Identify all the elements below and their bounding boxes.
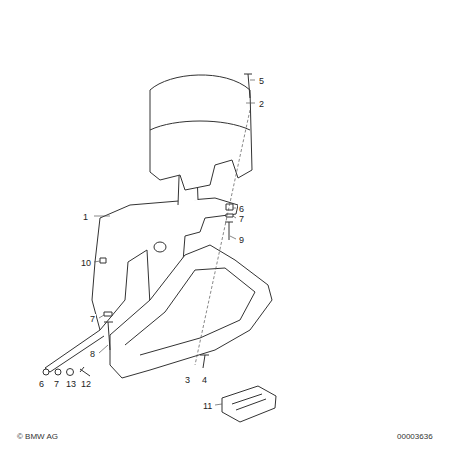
nut-6-bottom [43, 369, 49, 375]
leader-line [215, 404, 222, 405]
leader-line [246, 103, 255, 104]
leader-line [230, 236, 236, 239]
credit-text: © BMW AG [16, 432, 59, 442]
callout-number: 5 [258, 76, 265, 86]
callout-number: 1 [82, 212, 89, 222]
clip-part [222, 386, 276, 422]
callout-number: 8 [89, 349, 96, 359]
callout-number: 2 [258, 99, 265, 109]
bolt-8 [104, 322, 113, 350]
upper-cover [150, 75, 252, 190]
clip-part-slot [232, 394, 266, 410]
callout-number: 7 [53, 379, 60, 389]
washer-7-bottom [55, 369, 61, 375]
washer-7-left [104, 312, 112, 316]
callout-number: 6 [38, 379, 45, 389]
leader-line [250, 80, 255, 81]
leader-line [99, 315, 104, 318]
leader-line [233, 208, 236, 209]
callout-number: 7 [89, 314, 96, 324]
leader-line [94, 216, 110, 217]
screw-4 [200, 355, 209, 368]
bolt-9 [225, 222, 233, 240]
credit-text: 00003636 [396, 432, 434, 442]
screw-5 [244, 74, 252, 98]
callout-number: 7 [238, 214, 245, 224]
callout-number: 11 [202, 401, 213, 411]
callout-number: 10 [80, 258, 92, 268]
callout-number: 12 [80, 379, 92, 389]
bracket-arm [45, 330, 104, 372]
callout-number: 4 [201, 375, 208, 385]
callout-number: 13 [65, 379, 77, 389]
leader-line [94, 261, 100, 262]
lower-cover [110, 245, 272, 378]
lower-cover-inner [125, 268, 255, 355]
leader-line [233, 216, 236, 218]
column-hole [154, 242, 166, 252]
washer-13 [67, 369, 74, 376]
leader-lines [94, 80, 255, 405]
washer-10 [100, 258, 106, 263]
leader-line [99, 345, 108, 353]
parts-drawing [43, 74, 276, 422]
callout-number: 3 [184, 375, 191, 385]
upper-cover-edge [150, 121, 250, 130]
callout-number: 9 [238, 235, 245, 245]
leader-line [195, 110, 250, 365]
callout-number: 6 [238, 204, 245, 214]
bolt-12 [80, 367, 90, 376]
